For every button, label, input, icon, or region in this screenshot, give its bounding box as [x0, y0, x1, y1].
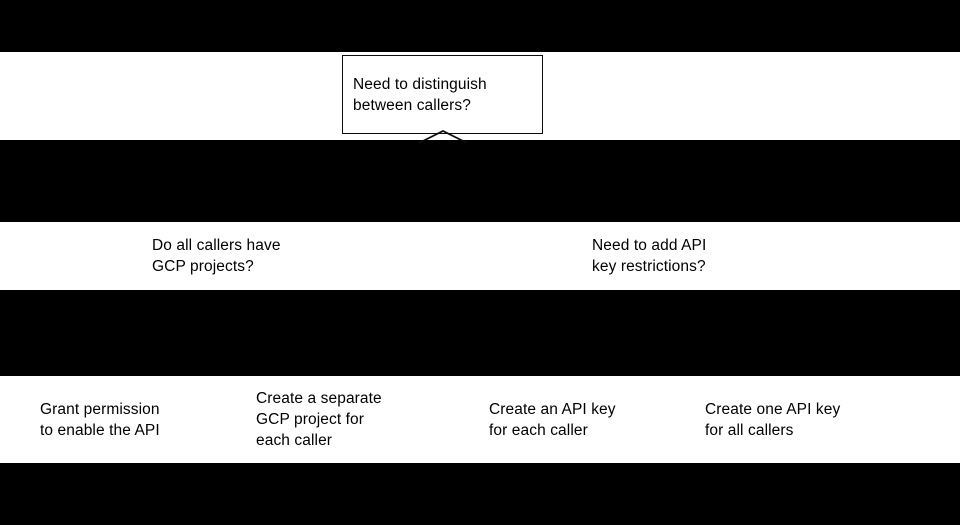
node-create-an-api-key-for-each-caller[interactable]: Create an API key for each caller — [478, 376, 657, 463]
node-create-a-separate-gcp-project-for-each-caller[interactable]: Create a separate GCP project for each c… — [245, 376, 424, 463]
node-label: Need to add API key restrictions? — [592, 236, 707, 275]
node-label: Create a separate GCP project for each c… — [256, 390, 382, 449]
node-label: Do all callers have GCP projects? — [152, 236, 281, 275]
node-label: Grant permission to enable the API — [40, 400, 160, 439]
node-label: Need to distinguish between callers? — [353, 75, 487, 114]
node-label: Create one API key for all callers — [705, 400, 841, 439]
node-need-to-add-api-key-restrictions[interactable]: Need to add API key restrictions? — [581, 224, 752, 287]
node-grant-permission-to-enable-the-api[interactable]: Grant permission to enable the API — [29, 376, 200, 463]
node-do-all-callers-have-gcp-projects[interactable]: Do all callers have GCP projects? — [141, 224, 325, 287]
node-need-to-distinguish[interactable]: Need to distinguish between callers? — [342, 55, 543, 134]
node-create-one-api-key-for-all-callers[interactable]: Create one API key for all callers — [694, 376, 887, 463]
node-label: Create an API key for each caller — [489, 400, 616, 439]
